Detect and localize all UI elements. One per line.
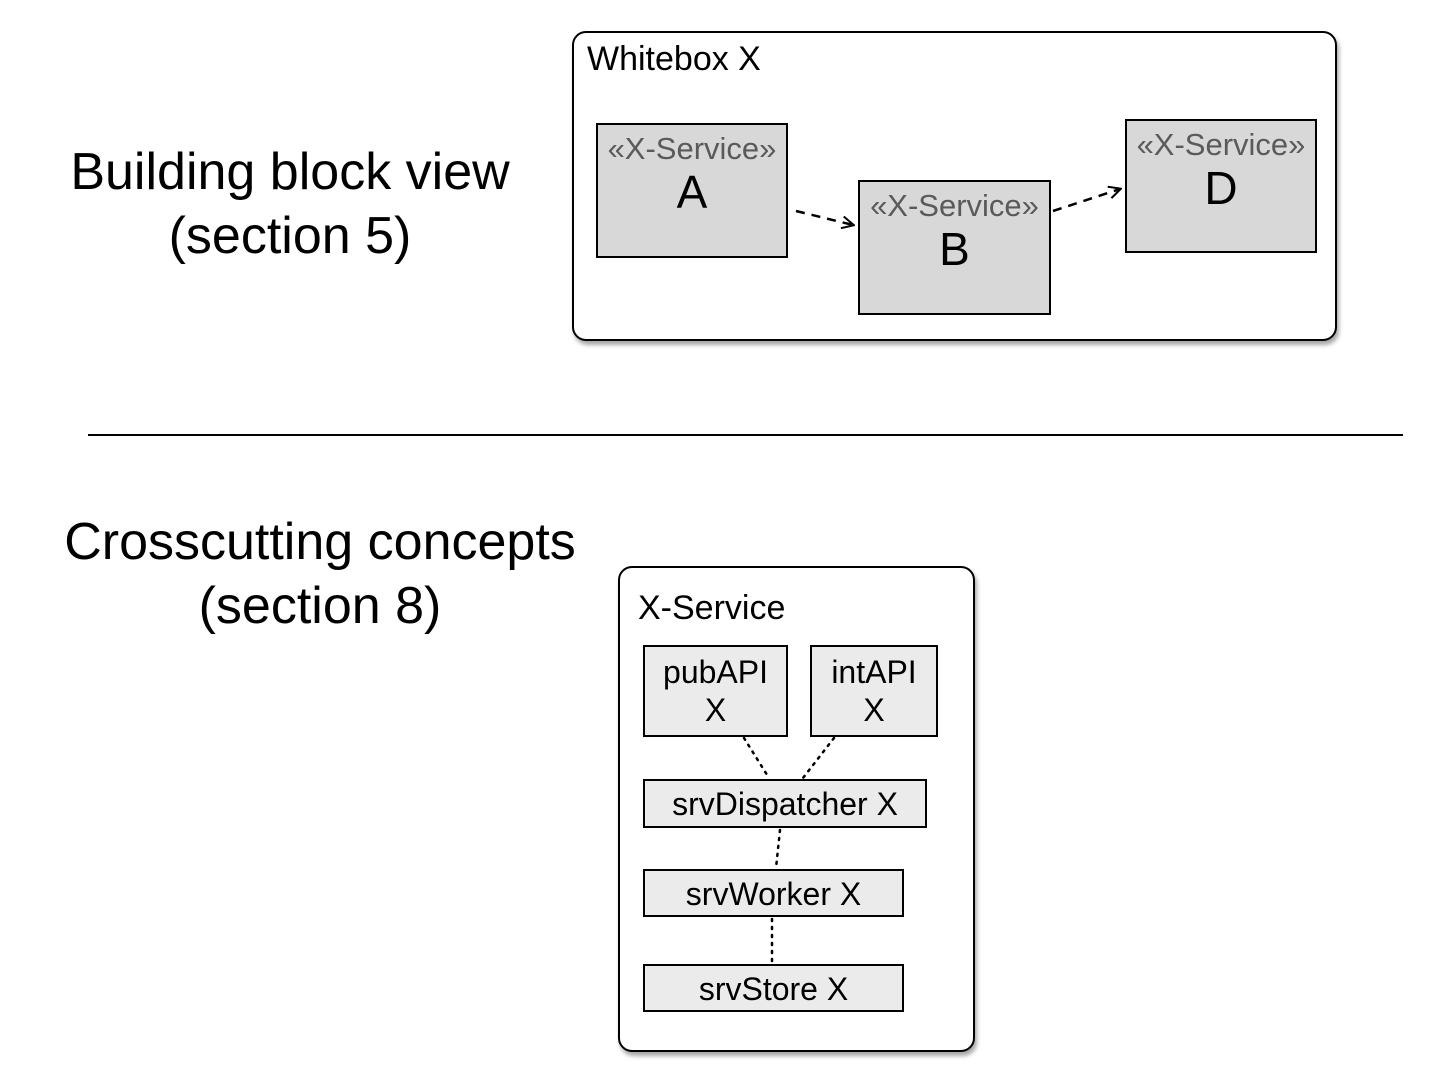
service-a-stereotype: «X-Service» — [607, 131, 777, 166]
pubapi-sublabel: X — [704, 692, 727, 728]
section8-heading-title: Crosscutting concepts — [64, 513, 576, 571]
srv-worker-label: srvWorker X — [685, 876, 862, 912]
section5-heading-subtitle: (section 5) — [168, 207, 412, 265]
section-divider — [88, 434, 1403, 436]
service-a-name: A — [676, 166, 708, 218]
section5-heading: Building block view (section 5) — [30, 140, 550, 268]
srv-store-label: srvStore X — [698, 971, 849, 1007]
intapi-label: intAPI — [831, 654, 917, 690]
srv-worker-component[interactable]: srvWorker X — [643, 869, 904, 917]
service-b-name: B — [939, 223, 970, 275]
srv-dispatcher-label: srvDispatcher X — [672, 786, 898, 822]
intapi-sublabel: X — [863, 692, 885, 728]
srv-dispatcher-component[interactable]: srvDispatcher X — [643, 779, 927, 828]
section5-heading-title: Building block view — [70, 143, 510, 201]
srv-store-component[interactable]: srvStore X — [643, 964, 904, 1012]
service-a-box[interactable]: «X-Service» A — [596, 123, 788, 258]
service-b-stereotype: «X-Service» — [870, 188, 1039, 223]
pubapi-label: pubAPI — [663, 654, 768, 690]
pubapi-component[interactable]: pubAPI X — [643, 645, 788, 737]
service-d-name: D — [1204, 162, 1238, 214]
service-b-box[interactable]: «X-Service» B — [858, 180, 1051, 315]
section8-heading: Crosscutting concepts (section 8) — [20, 510, 620, 638]
service-d-stereotype: «X-Service» — [1136, 127, 1306, 162]
x-service-title: X-Service — [638, 589, 786, 627]
section8-heading-subtitle: (section 8) — [198, 577, 442, 635]
whitebox-title: Whitebox X — [587, 40, 761, 78]
service-d-box[interactable]: «X-Service» D — [1125, 119, 1317, 253]
intapi-component[interactable]: intAPI X — [810, 645, 938, 737]
